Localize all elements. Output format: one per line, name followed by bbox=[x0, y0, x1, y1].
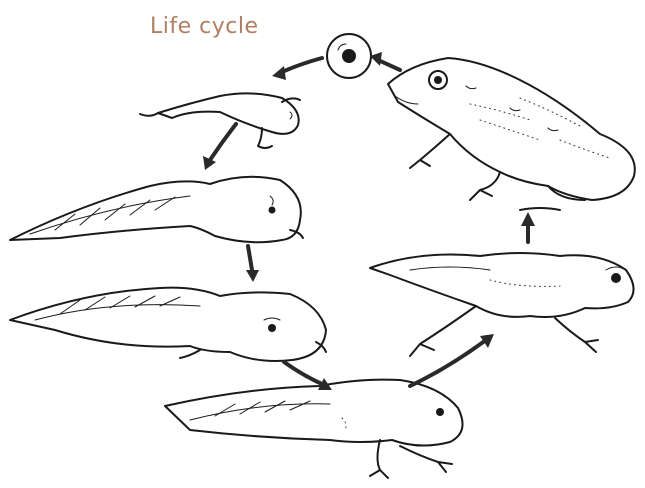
egg-icon bbox=[327, 34, 371, 78]
hatchling-tadpole-icon bbox=[140, 93, 300, 148]
tadpole-large-icon bbox=[10, 288, 326, 361]
arrow-hatchling-to-tadpole bbox=[203, 124, 236, 170]
frog-icon bbox=[388, 58, 635, 210]
arrow-frog-to-egg bbox=[370, 52, 400, 70]
tadpole-legs-icon bbox=[165, 380, 463, 478]
arrow-egg-to-hatchling bbox=[272, 58, 322, 80]
arrow-froglet-to-frog bbox=[521, 212, 535, 242]
arrow-tadpole-to-large-tadpole bbox=[246, 246, 259, 282]
froglet-icon bbox=[370, 253, 634, 356]
tadpole-gills-icon bbox=[10, 177, 303, 242]
